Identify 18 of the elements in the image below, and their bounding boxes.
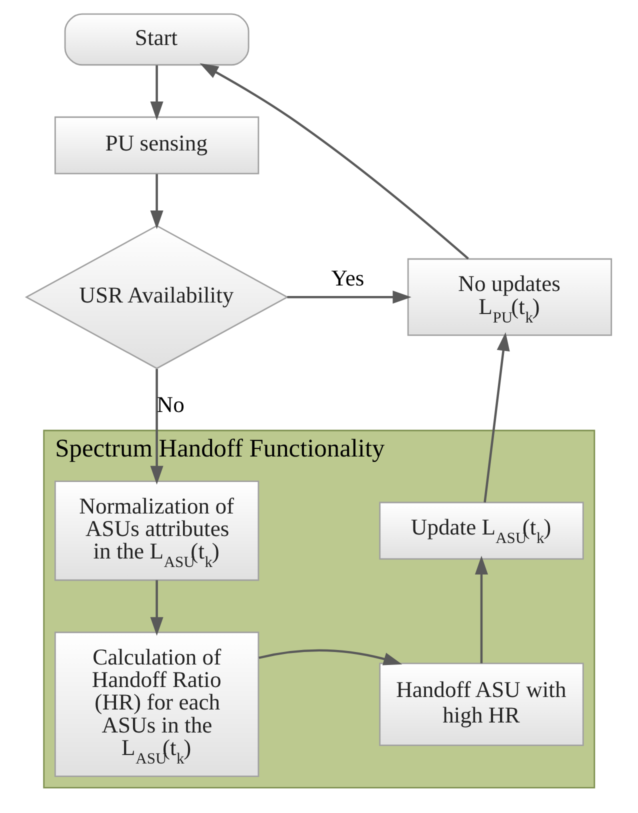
edge-label: Yes	[331, 266, 364, 291]
arrow	[258, 649, 402, 666]
node-box: No updates L$_{PU}$(t$_{k}$)	[407, 258, 612, 336]
arrow	[484, 332, 510, 503]
node-box: PU sensing	[54, 116, 260, 174]
arrow	[150, 65, 164, 120]
arrow	[150, 369, 164, 485]
node-diamond: USR Availability	[24, 225, 289, 370]
arrow	[474, 556, 488, 664]
arrow	[200, 63, 469, 260]
arrow	[287, 290, 412, 304]
node-box: Start	[64, 13, 250, 66]
node-box: Normalization of ASUs attributes in the L$_{ASU}$(t$_{k}$)	[54, 480, 260, 581]
node-box: Handoff ASU with high HR	[379, 662, 584, 746]
arrow	[150, 580, 164, 636]
node-box: Update L$_{ASU}$(t$_{k}$)	[379, 502, 584, 560]
arrow	[150, 174, 164, 230]
node-box: Calculation of Handoff Ratio (HR) for each ASUs in the L$_{ASU}$(t$_{k}$)	[54, 632, 260, 778]
